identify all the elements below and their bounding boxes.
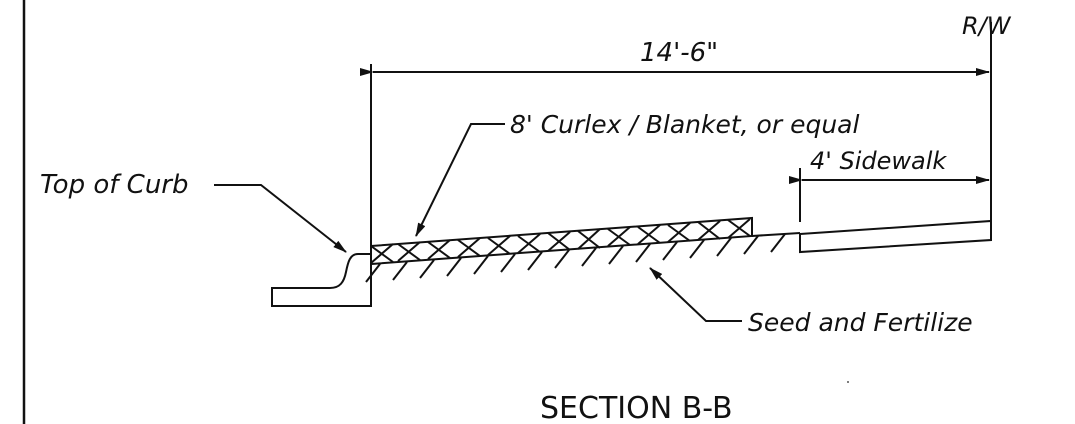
row-label: R/W — [962, 12, 1012, 40]
overall-dimension-label: 14'-6" — [640, 38, 718, 68]
sidewalk-label: 4' Sidewalk — [810, 147, 947, 175]
sidewalk-slab — [799, 219, 992, 254]
overall-dimension — [360, 22, 992, 258]
seed-label: Seed and Fertilize — [748, 308, 973, 337]
sidewalk-dimension — [789, 168, 990, 222]
ground-line — [751, 232, 801, 237]
seed-leader — [649, 267, 742, 322]
erosion-control-blanket — [370, 216, 753, 266]
section-title: SECTION B-B — [540, 391, 733, 424]
blanket-leader — [415, 123, 505, 237]
top-of-curb-leader — [214, 184, 347, 253]
blanket-hatch — [370, 218, 751, 264]
curb — [271, 253, 372, 307]
stray-mark — [847, 381, 849, 383]
seed-hatch — [365, 233, 786, 283]
blanket-label: 8' Curlex / Blanket, or equal — [510, 110, 859, 139]
top-of-curb-label: Top of Curb — [40, 170, 189, 200]
